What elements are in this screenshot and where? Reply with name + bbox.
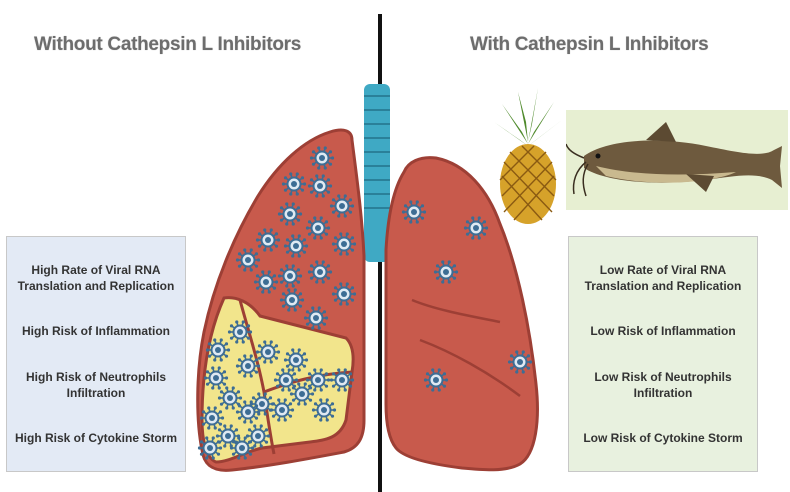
catfish-icon [566,110,788,210]
pineapple-icon [488,82,568,230]
left-effect-4: High Risk of Cytokine Storm [15,430,177,446]
left-effect-2: High Risk of Inflammation [22,323,170,339]
right-effect-4: Low Risk of Cytokine Storm [583,430,742,446]
fish-photo [566,110,788,210]
right-effect-2: Low Risk of Inflammation [590,323,735,339]
